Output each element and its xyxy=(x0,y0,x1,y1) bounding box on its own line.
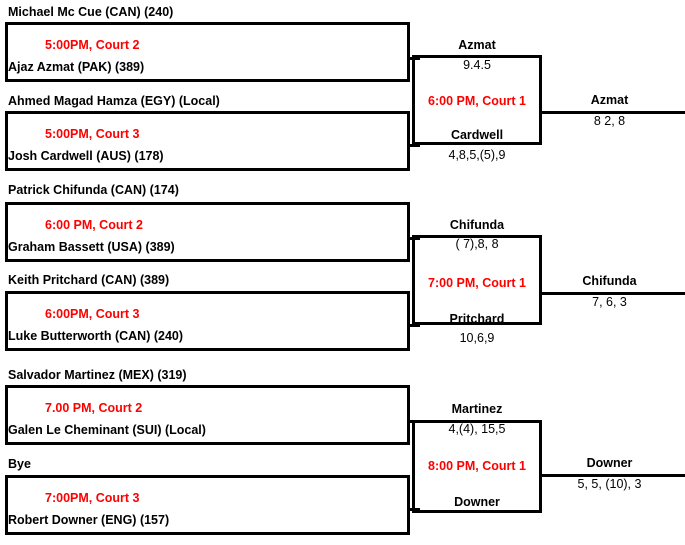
round3-match2-line xyxy=(542,292,685,295)
round2-match3-top-player: Martinez xyxy=(451,402,503,416)
round1-match4-top-player: Keith Pritchard (CAN) (389) xyxy=(8,273,170,287)
round3-match1-line xyxy=(542,111,685,114)
round1-match1-time: 5:00PM, Court 2 xyxy=(45,38,140,52)
round1-match2-top-player: Ahmed Magad Hamza (EGY) (Local) xyxy=(8,94,220,108)
connector-r1m4 xyxy=(410,324,420,327)
connector-r1m6 xyxy=(410,508,420,511)
round1-match2-time: 5:00PM, Court 3 xyxy=(45,127,140,141)
round1-match3-bottom-player: Graham Bassett (USA) (389) xyxy=(8,240,175,254)
round2-match3-time: 8:00 PM, Court 1 xyxy=(428,459,526,473)
round3-match3-player: Downer xyxy=(586,456,633,470)
round1-match3-top-player: Patrick Chifunda (CAN) (174) xyxy=(8,183,179,197)
round3-match3-score: 5, 5, (10), 3 xyxy=(577,477,642,491)
round2-match1-top-player: Azmat xyxy=(458,38,496,52)
round2-match2-bottom-player: Pritchard xyxy=(449,312,505,326)
round1-match1-top-player: Michael Mc Cue (CAN) (240) xyxy=(8,5,174,19)
round2-match1-bottom-score: 4,8,5,(5),9 xyxy=(448,148,506,162)
round1-match4-time: 6:00PM, Court 3 xyxy=(45,307,140,321)
round1-match5-box[interactable] xyxy=(5,385,410,445)
round1-match1-box[interactable] xyxy=(5,22,410,82)
round3-match2-player: Chifunda xyxy=(582,274,637,288)
round1-match6-box[interactable] xyxy=(5,475,410,535)
round1-match6-top-player: Bye xyxy=(8,457,31,471)
round1-match2-bottom-player: Josh Cardwell (AUS) (178) xyxy=(8,149,164,163)
round1-match6-bottom-player: Robert Downer (ENG) (157) xyxy=(8,513,170,527)
round2-match2-bottom-score: 10,6,9 xyxy=(459,331,495,345)
round2-match1-time: 6:00 PM, Court 1 xyxy=(428,94,526,108)
round1-match5-top-player: Salvador Martinez (MEX) (319) xyxy=(8,368,187,382)
round3-match1-player: Azmat xyxy=(590,93,629,107)
connector-r1m1 xyxy=(410,57,420,60)
round2-match1-box[interactable] xyxy=(412,55,542,145)
round1-match3-time: 6:00 PM, Court 2 xyxy=(45,218,143,232)
connector-r1m3 xyxy=(410,237,420,240)
round1-match2-box[interactable] xyxy=(5,111,410,171)
round2-match3-bottom-player: Downer xyxy=(454,495,500,509)
round2-match2-box[interactable] xyxy=(412,235,542,325)
round2-match1-top-score: 9.4.5 xyxy=(463,58,491,72)
round2-match3-top-score: 4,(4), 15,5 xyxy=(448,422,506,436)
round1-match6-time: 7:00PM, Court 3 xyxy=(45,491,140,505)
round1-match4-box[interactable] xyxy=(5,291,410,351)
round1-match3-box[interactable] xyxy=(5,202,410,262)
round3-match1-score: 8 2, 8 xyxy=(593,114,626,128)
round3-match3-line xyxy=(542,474,685,477)
round1-match5-bottom-player: Galen Le Cheminant (SUI) (Local) xyxy=(8,423,206,437)
round3-match2-score: 7, 6, 3 xyxy=(592,295,627,309)
round2-match1-bottom-player: Cardwell xyxy=(450,128,504,142)
round2-match3-box[interactable] xyxy=(412,420,542,513)
round2-match2-top-player: Chifunda xyxy=(449,218,505,232)
connector-r1m2 xyxy=(410,144,420,147)
round2-match2-time: 7:00 PM, Court 1 xyxy=(428,276,526,290)
round1-match1-bottom-player: Ajaz Azmat (PAK) (389) xyxy=(8,60,145,74)
round1-match4-bottom-player: Luke Butterworth (CAN) (240) xyxy=(8,329,184,343)
round2-match2-top-score: ( 7),8, 8 xyxy=(455,237,499,251)
round1-match5-time: 7.00 PM, Court 2 xyxy=(45,401,143,415)
